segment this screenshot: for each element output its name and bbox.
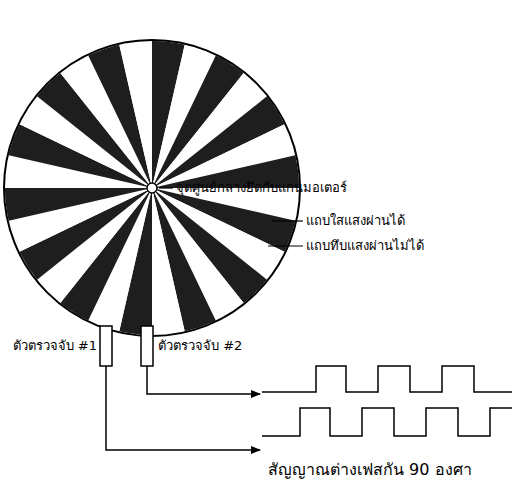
leader-line	[159, 187, 173, 188]
sensor-2	[141, 326, 153, 366]
opaque-band	[5, 188, 152, 221]
clear-band	[152, 188, 185, 335]
clear-band-label: แถบใสแสงผ่านได้	[306, 213, 405, 229]
center-label: จุดศูนย์กลางยึดกับแกนมอเตอร์	[176, 180, 347, 196]
signal-wire	[106, 366, 260, 450]
caption: สัญญาณต่างเฟสกัน 90 องศา	[268, 460, 472, 479]
signal-wire	[147, 366, 260, 394]
square-wave-2	[262, 366, 512, 392]
sensor-label: ตัวตรวจจับ #2	[158, 338, 242, 354]
clear-band	[119, 41, 152, 188]
leader-line	[272, 220, 303, 221]
motor-shaft	[147, 183, 157, 193]
opaque-band-label: แถบทึบแสงผ่านไม่ได้	[306, 238, 424, 254]
leader-line	[268, 245, 303, 246]
sensor-label: ตัวตรวจจับ #1	[13, 338, 97, 354]
square-wave-1	[262, 408, 512, 436]
sensor-1	[100, 326, 112, 366]
